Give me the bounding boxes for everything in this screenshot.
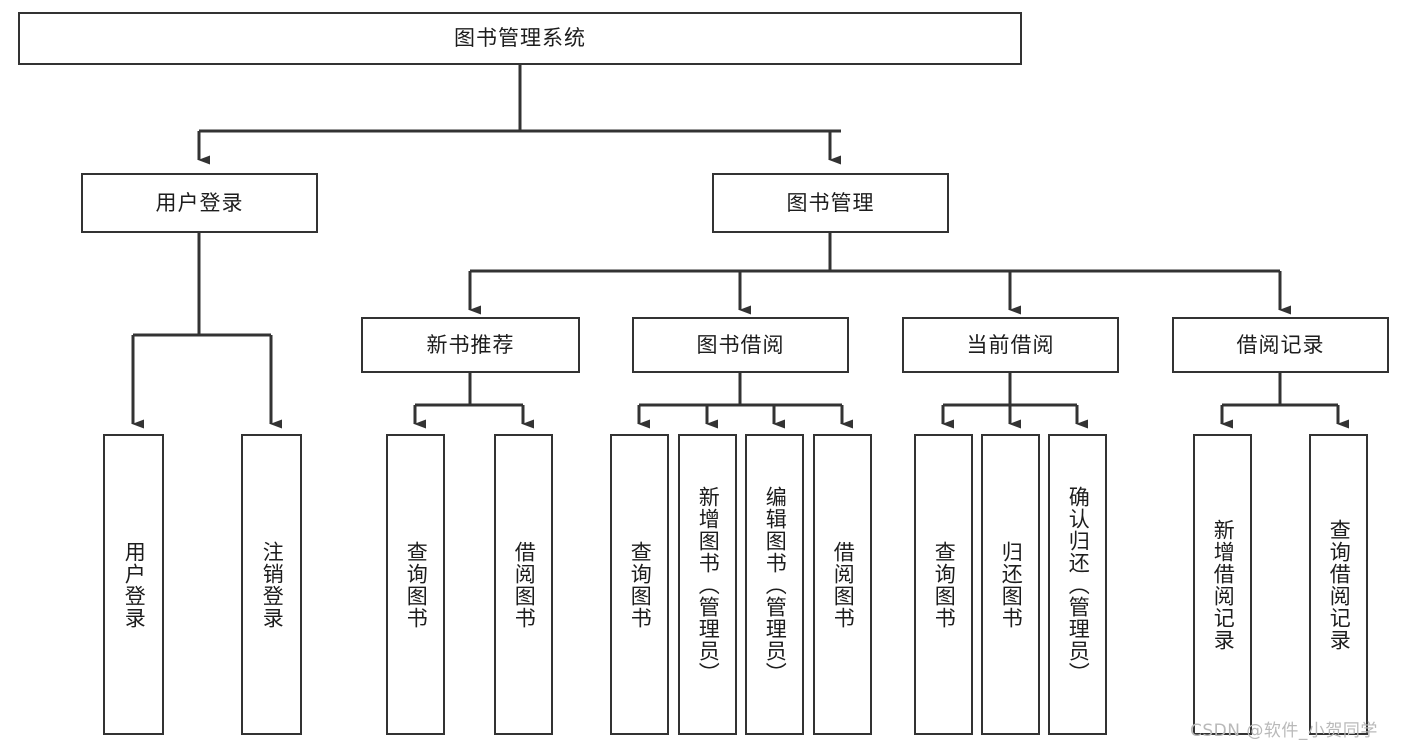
leaf-book-borrow-edit-book-admin[interactable]: 编辑图书（管理员） (745, 434, 804, 735)
node-label: 图书管理 (786, 190, 875, 215)
node-label: 归还图书 (999, 540, 1024, 629)
node-book-management[interactable]: 图书管理 (712, 173, 949, 233)
node-borrow-record[interactable]: 借阅记录 (1172, 317, 1389, 373)
node-label: 用户登录 (122, 540, 147, 629)
node-label: 图书管理系统 (454, 26, 586, 51)
node-label: 查询图书 (932, 540, 957, 629)
leaf-current-borrow-return-book[interactable]: 归还图书 (981, 434, 1040, 735)
leaf-borrow-record-add-record[interactable]: 新增借阅记录 (1193, 434, 1252, 735)
node-label: 借阅记录 (1236, 332, 1325, 357)
node-label: 查询借阅记录 (1327, 518, 1352, 651)
node-new-book-recommend[interactable]: 新书推荐 (361, 317, 580, 373)
node-label: 用户登录 (155, 190, 244, 215)
node-label: 查询图书 (404, 540, 429, 629)
leaf-user-login-login[interactable]: 用户登录 (103, 434, 164, 735)
node-label: 确认归还（管理员） (1066, 485, 1091, 684)
leaf-current-borrow-query-book[interactable]: 查询图书 (914, 434, 973, 735)
node-label: 新增借阅记录 (1211, 518, 1236, 651)
node-label: 借阅图书 (831, 540, 856, 629)
node-user-login[interactable]: 用户登录 (81, 173, 318, 233)
node-current-borrow[interactable]: 当前借阅 (902, 317, 1119, 373)
node-label: 新书推荐 (426, 332, 515, 357)
node-label: 编辑图书（管理员） (763, 485, 788, 684)
watermark: CSDN @软件_小贺同学 (1190, 721, 1378, 741)
node-label: 新增图书（管理员） (696, 485, 721, 684)
node-book-borrow[interactable]: 图书借阅 (632, 317, 849, 373)
node-label: 当前借阅 (966, 332, 1055, 357)
node-label: 注销登录 (260, 540, 285, 629)
leaf-user-login-logout[interactable]: 注销登录 (241, 434, 302, 735)
node-label: 图书借阅 (696, 332, 785, 357)
leaf-new-book-query-book[interactable]: 查询图书 (386, 434, 445, 735)
node-root-book-management-system[interactable]: 图书管理系统 (18, 12, 1022, 65)
leaf-current-borrow-confirm-return-admin[interactable]: 确认归还（管理员） (1048, 434, 1107, 735)
leaf-book-borrow-add-book-admin[interactable]: 新增图书（管理员） (678, 434, 737, 735)
leaf-new-book-borrow-book[interactable]: 借阅图书 (494, 434, 553, 735)
leaf-book-borrow-borrow-book[interactable]: 借阅图书 (813, 434, 872, 735)
node-label: 借阅图书 (512, 540, 537, 629)
leaf-book-borrow-query-book[interactable]: 查询图书 (610, 434, 669, 735)
leaf-borrow-record-query-record[interactable]: 查询借阅记录 (1309, 434, 1368, 735)
node-label: 查询图书 (628, 540, 653, 629)
